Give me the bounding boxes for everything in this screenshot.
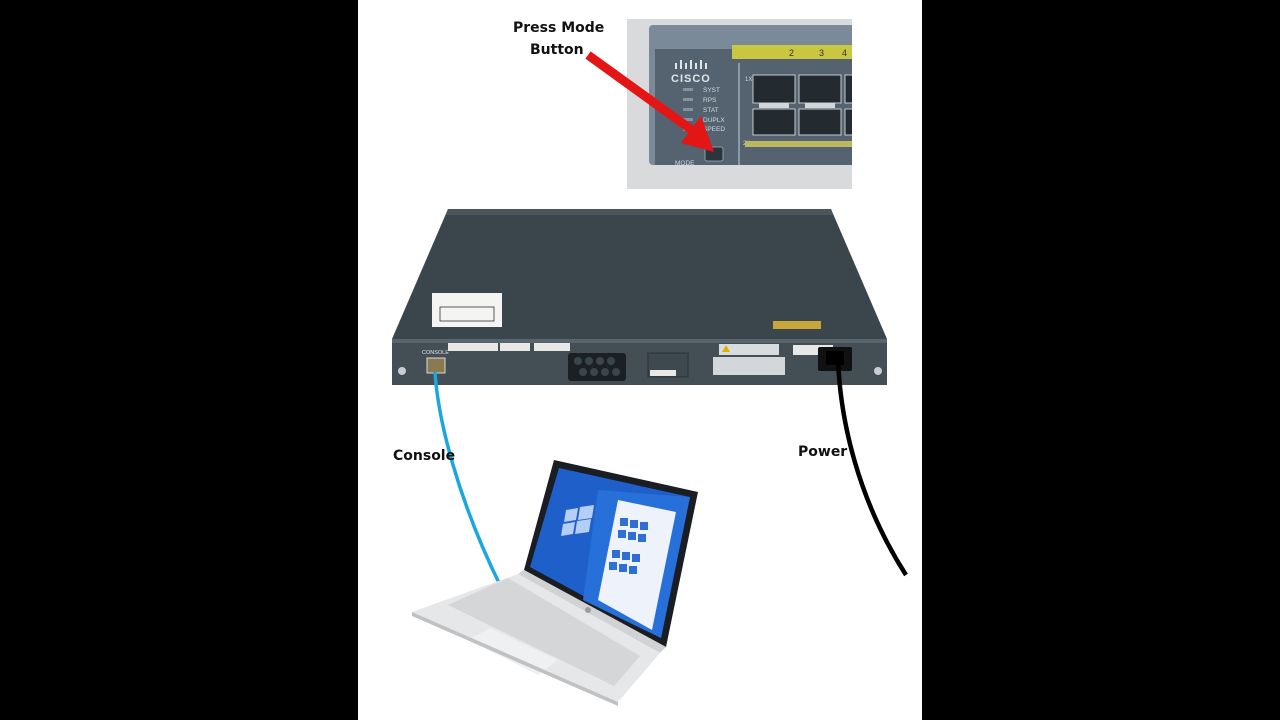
laptop-touchpad — [468, 628, 558, 675]
windows-logo-icon — [561, 505, 594, 536]
start-menu — [598, 500, 676, 630]
cisco-logo: CISCO — [671, 60, 711, 85]
console-cable — [433, 371, 503, 588]
led-label: RPS — [703, 97, 717, 104]
laptop — [412, 460, 698, 706]
mode-label: MODE — [675, 160, 695, 167]
port-number: 2 — [789, 48, 794, 58]
press-mode-label-line1: Press Mode — [513, 20, 605, 36]
port-number: 3 — [819, 48, 824, 58]
led-label: DUPLX — [703, 117, 725, 124]
port-number: 4 — [842, 48, 847, 58]
rps-connector — [713, 357, 785, 375]
console-port-label: CONSOLE — [422, 350, 449, 356]
press-mode-label-line2: Button — [530, 42, 584, 58]
red-arrow — [585, 51, 714, 152]
ethernet-ports — [752, 74, 852, 136]
network-switch: CONSOLE — [392, 209, 887, 385]
led-label: STAT — [703, 107, 719, 114]
console-label: Console — [393, 448, 456, 464]
port-number-strip — [732, 45, 852, 59]
laptop-keyboard — [448, 578, 640, 686]
svg-text:1X: 1X — [745, 77, 752, 83]
cables — [433, 357, 908, 588]
led-label: SPEED — [703, 126, 725, 133]
power-cable — [835, 357, 908, 577]
power-label: Power — [798, 444, 848, 460]
hp-logo-icon — [585, 607, 591, 613]
svg-text:CISCO: CISCO — [671, 73, 711, 85]
led-label: SYST — [703, 87, 720, 94]
diagram-panel: 2 3 4 CISCO SYST RPS STAT DUPLX SPEED MO… — [358, 0, 922, 720]
